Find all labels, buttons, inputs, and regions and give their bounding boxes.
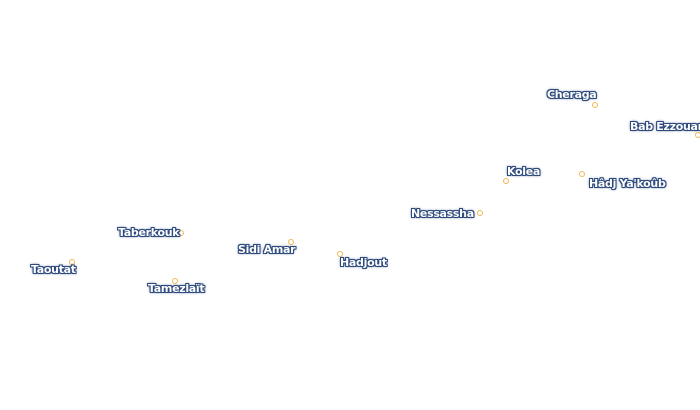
place-marker[interactable]	[477, 210, 483, 216]
place-label: Hâdj Ya'koûb	[589, 177, 666, 190]
place-marker[interactable]	[288, 239, 294, 245]
place-marker[interactable]	[503, 178, 509, 184]
place-label: Nessassha	[411, 207, 474, 220]
place-label: Taberkouk	[118, 226, 180, 239]
place-marker[interactable]	[695, 132, 700, 138]
place-label: Kolea	[507, 165, 541, 178]
place-marker[interactable]	[592, 102, 598, 108]
place-label: Hadjout	[340, 256, 387, 269]
place-label: Tamezlaït	[148, 282, 205, 295]
place-label: Cheraga	[547, 88, 597, 101]
place-marker[interactable]	[579, 171, 585, 177]
place-marker[interactable]	[337, 251, 343, 257]
place-marker[interactable]	[172, 278, 178, 284]
place-label: Sidi Amar	[238, 243, 296, 256]
place-label: Taoutat	[31, 263, 76, 276]
place-marker[interactable]	[69, 259, 75, 265]
place-marker[interactable]	[178, 230, 184, 236]
place-label: Bab Ezzouar	[630, 120, 700, 133]
